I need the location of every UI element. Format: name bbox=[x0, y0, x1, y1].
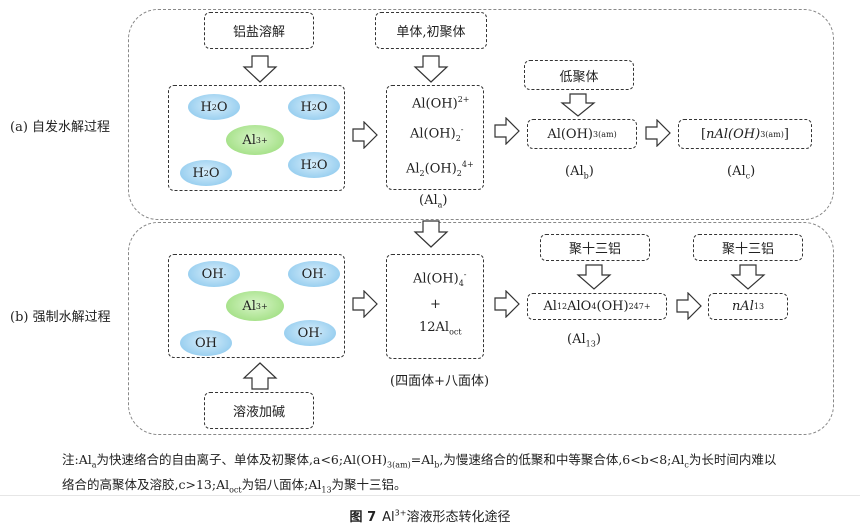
footnote-line-1: 注:Ala为快速络合的自由离子、单体及初聚体,a<6;Al(OH)3(am)=A… bbox=[62, 452, 777, 470]
down-arrow-icon bbox=[576, 264, 612, 290]
up-arrow-icon bbox=[242, 362, 278, 390]
keggin-label-box: 聚十三铝 bbox=[540, 234, 650, 261]
figure-caption: 图 7 Al3+溶液形态转化途径 bbox=[0, 506, 860, 525]
aluminum-salt-dissolve-box: 铝盐溶解 bbox=[204, 12, 314, 49]
al-oh-2plus: Al(OH)2+ bbox=[412, 95, 470, 112]
right-arrow-icon bbox=[676, 292, 702, 320]
oligomer-label-box: 低聚体 bbox=[524, 60, 634, 90]
hydroxide-ion: OH- bbox=[284, 320, 336, 346]
row-b-label: (b) 强制水解过程 bbox=[10, 310, 111, 325]
al-oct: 12Aloct bbox=[419, 320, 462, 337]
al-a-species-box bbox=[386, 85, 484, 190]
down-arrow-icon bbox=[413, 220, 449, 248]
al2-oh-4-plus: Al2(OH)24+ bbox=[406, 160, 474, 178]
right-arrow-icon bbox=[645, 119, 671, 147]
monomer-oligomer-label-box: 单体,初聚体 bbox=[375, 12, 487, 49]
right-arrow-icon bbox=[352, 121, 378, 149]
right-arrow-icon bbox=[494, 117, 520, 145]
footnote-line-2: 络合的高聚体及溶胶,c>13;Aloct为铝八面体;Al13为聚十三铝。 bbox=[62, 476, 407, 495]
right-arrow-icon bbox=[352, 290, 378, 318]
add-base-box: 溶液加碱 bbox=[204, 392, 314, 429]
divider bbox=[0, 495, 860, 496]
down-arrow-icon bbox=[730, 264, 766, 290]
al-b-caption: (Alb) bbox=[565, 164, 594, 181]
al13-polymer-label-box: 聚十三铝 bbox=[693, 234, 803, 261]
down-arrow-icon bbox=[413, 55, 449, 83]
tetra-octa-caption: (四面体+八面体) bbox=[390, 374, 490, 389]
al-c-caption: (Alc) bbox=[727, 164, 756, 181]
figure-title: Al3+溶液形态转化途径 bbox=[382, 508, 511, 525]
plus-sign: + bbox=[430, 297, 441, 312]
hydroxide-ion: OH- bbox=[288, 261, 340, 287]
al-b-box: Al(OH)3(am) bbox=[527, 119, 637, 149]
forced-hydrolysis-group bbox=[128, 222, 834, 435]
al-oh-2-minus: Al(OH)2- bbox=[410, 125, 464, 143]
down-arrow-icon bbox=[242, 55, 278, 83]
row-a-label: (a) 自发水解过程 bbox=[10, 120, 111, 135]
hydroxide-ion: OH- bbox=[188, 261, 240, 287]
al13-caption: (Al13) bbox=[567, 332, 601, 349]
al-a-caption: (Ala) bbox=[419, 193, 448, 210]
tetrahedral-octahedral-box bbox=[386, 254, 484, 359]
figure-number: 图 7 bbox=[349, 510, 377, 525]
al-c-box: [nAl(OH)3(am)] bbox=[678, 119, 812, 149]
al-oh-4-minus: Al(OH)4- bbox=[413, 270, 467, 288]
hydroxide-ion: OH bbox=[180, 330, 232, 356]
right-arrow-icon bbox=[494, 290, 520, 318]
down-arrow-icon bbox=[560, 93, 596, 117]
footnote: 注:Ala为快速络合的自由离子、单体及初聚体,a<6;Al(OH)3(am)=A… bbox=[62, 450, 776, 499]
spontaneous-hydrolysis-group bbox=[128, 9, 834, 220]
